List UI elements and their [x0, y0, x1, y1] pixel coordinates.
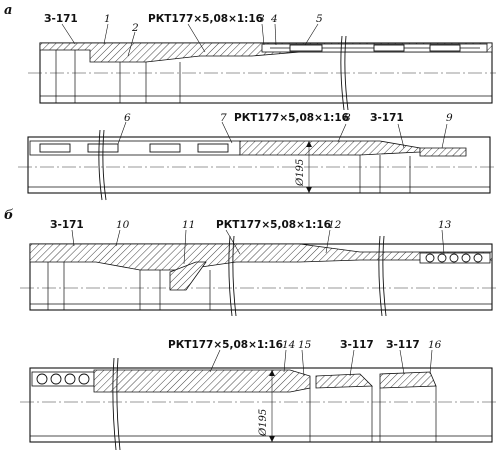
label-thread-z117: З-117 — [386, 339, 420, 351]
label-part-9: 9 — [446, 112, 453, 124]
section-b-row-2: Ø195 РКТ177×5,08×1:16 14 15 З-117 З-117 … — [20, 339, 496, 451]
label-thread-z171: З-171 — [44, 13, 78, 25]
label-part-3: 3 — [258, 13, 265, 25]
label-part-6: 6 — [124, 112, 131, 124]
label-part-13: 13 — [438, 219, 452, 231]
label-part-7: 7 — [220, 112, 227, 124]
label-thread-pkt177: РКТ177×5,08×1:16 — [148, 13, 263, 25]
section-a-row-2: Ø195 6 7 РКТ177×5,08×1:16 8 З-171 9 — [18, 112, 496, 201]
label-part-16: 16 — [428, 339, 442, 351]
label-thread-pkt177: РКТ177×5,08×1:16 — [234, 112, 349, 124]
label-thread-z171: З-171 — [370, 112, 404, 124]
label-part-15: 15 — [298, 339, 312, 351]
label-part-12: 12 — [328, 219, 342, 231]
section-letter-b: б — [4, 208, 14, 223]
label-part-4: 4 — [270, 13, 278, 25]
label-thread-pkt177: РКТ177×5,08×1:16 — [216, 219, 331, 231]
label-thread-pkt177: РКТ177×5,08×1:16 — [168, 339, 283, 351]
dimension-diameter-b: Ø195 — [258, 409, 269, 437]
label-thread-z171: З-171 — [50, 219, 84, 231]
label-part-11: 11 — [182, 219, 195, 231]
label-part-5: 5 — [316, 13, 323, 25]
label-part-14: 14 — [282, 339, 295, 351]
label-part-10: 10 — [116, 219, 130, 231]
section-b-row-1: б З-171 10 11 РКТ177×5,08×1:16 12 — [4, 208, 496, 317]
dimension-diameter-a: Ø195 — [295, 159, 306, 187]
label-thread-z117: З-117 — [340, 339, 374, 351]
section-letter-a: а — [4, 3, 12, 18]
section-a-row-1: а З-171 1 2 РКТ177×5,08×1:16 3 4 5 — [4, 3, 496, 111]
label-part-1: 1 — [104, 13, 111, 25]
label-part-2: 2 — [131, 22, 139, 34]
label-part-8: 8 — [344, 112, 351, 124]
